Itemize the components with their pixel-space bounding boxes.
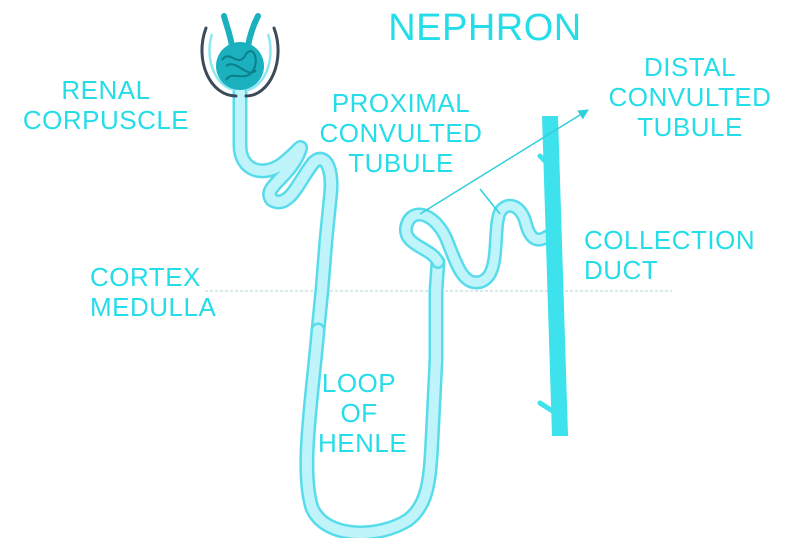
label-line: TUBULE (600, 112, 780, 142)
label-line: MEDULLA (90, 292, 260, 322)
renal-corpuscle-label: RENAL CORPUSCLE (6, 75, 206, 135)
label-line: PROXIMAL (306, 88, 496, 118)
label-line: CORTEX (90, 262, 260, 292)
afferent-arteriole (224, 16, 232, 46)
label-line: LOOP (318, 368, 400, 398)
label-line: DUCT (584, 255, 784, 285)
label-line: CONVULTED (600, 82, 780, 112)
cortex-medulla-label: CORTEX MEDULLA (90, 262, 260, 322)
loop-of-henle-label: LOOP OF HENLE (318, 368, 400, 458)
distal-tubule-pointer (480, 189, 500, 214)
distal-tubule-label: DISTAL CONVULTED TUBULE (600, 52, 780, 142)
label-line: RENAL (6, 75, 206, 105)
renal-corpuscle (202, 16, 278, 96)
label-line: OF (318, 398, 400, 428)
label-line: DISTAL (600, 52, 780, 82)
label-line: HENLE (318, 428, 400, 458)
label-line: CONVULTED (306, 118, 496, 148)
label-line: TUBULE (306, 148, 496, 178)
collection-duct-label: COLLECTION DUCT (584, 225, 784, 285)
glomerulus (216, 42, 264, 90)
proximal-tubule-label: PROXIMAL CONVULTED TUBULE (306, 88, 496, 178)
label-line: CORPUSCLE (6, 105, 206, 135)
efferent-arteriole (248, 16, 258, 46)
label-line: COLLECTION (584, 225, 784, 255)
diagram-title: NEPHRON (370, 6, 600, 50)
